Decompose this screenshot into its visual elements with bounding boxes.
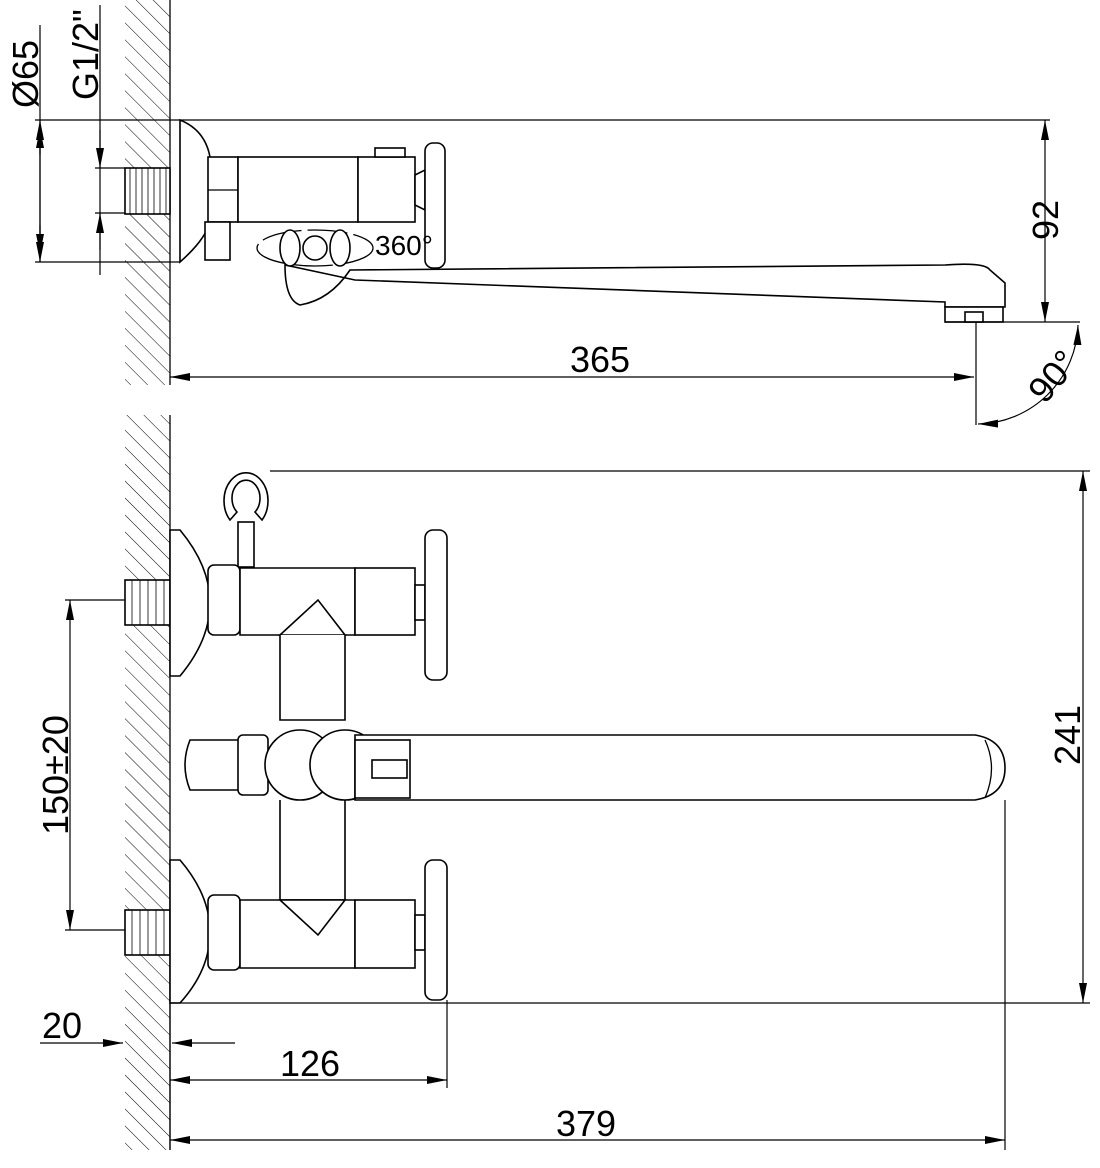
front-spout bbox=[354, 734, 1006, 801]
height-241-label: 241 bbox=[1047, 705, 1088, 765]
angle-label: 90° bbox=[1020, 342, 1086, 410]
diameter-label: Ø65 bbox=[5, 40, 46, 108]
handle-wheel bbox=[424, 142, 446, 269]
front-view-dimensions: 241 150±20 20 126 379 bbox=[35, 470, 1090, 1150]
center-distance-label: 150±20 bbox=[35, 715, 76, 835]
height-92-label: 92 bbox=[1025, 200, 1066, 240]
side-view-faucet bbox=[124, 118, 1006, 323]
depth-126-label: 126 bbox=[280, 1043, 340, 1084]
length-379-label: 379 bbox=[556, 1103, 616, 1144]
lower-handle bbox=[424, 859, 448, 1001]
thread-pipe bbox=[124, 167, 171, 215]
wall-bottom bbox=[125, 415, 171, 1150]
front-view-faucet bbox=[124, 471, 1006, 1004]
rotation-label: 360° bbox=[375, 230, 433, 261]
body bbox=[237, 156, 359, 223]
upper-handle bbox=[424, 529, 448, 681]
reach-365-label: 365 bbox=[570, 339, 630, 380]
thread-label: G1/2" bbox=[65, 9, 106, 100]
spout bbox=[284, 263, 1006, 308]
wall-offset-label: 20 bbox=[42, 1005, 82, 1046]
shower-hanger bbox=[223, 471, 269, 522]
